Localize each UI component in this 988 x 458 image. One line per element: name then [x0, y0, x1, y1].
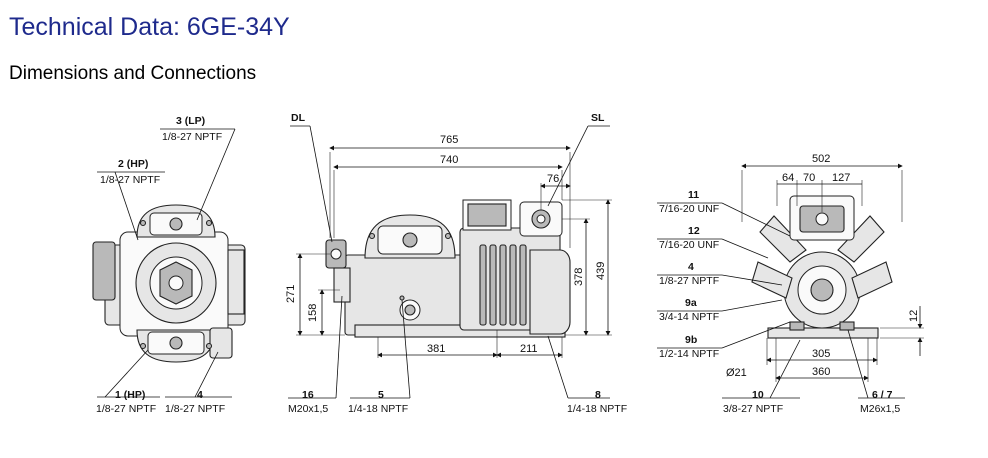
dim-211: 211 — [520, 343, 538, 355]
motor-fins — [479, 244, 527, 326]
conn-1-hp-number: 1 (HP) — [115, 389, 145, 401]
conn-5-spec: 1/4-18 NPTF — [348, 403, 408, 415]
dim-381: 381 — [427, 343, 445, 355]
conn-8-number: 8 — [595, 389, 601, 401]
sl-label: SL — [591, 112, 605, 124]
conn-4-left-number: 4 — [197, 389, 203, 401]
conn-4-right-spec: 1/8-27 NPTF — [659, 275, 719, 287]
conn-9b-spec: 1/2-14 NPTF — [659, 348, 719, 360]
dim-439: 439 — [595, 262, 607, 280]
page-title: Technical Data: 6GE-34Y — [9, 13, 290, 41]
conn-8-spec: 1/4-18 NPTF — [567, 403, 627, 415]
conn-4-left-spec: 1/8-27 NPTF — [165, 403, 225, 415]
dim-12: 12 — [908, 310, 920, 322]
conn-6-7-number: 6 / 7 — [872, 389, 893, 401]
top-view — [92, 128, 246, 398]
dim-64: 64 — [782, 172, 794, 184]
conn-5-number: 5 — [378, 389, 384, 401]
conn-2-hp-number: 2 (HP) — [118, 158, 148, 170]
conn-3-lp-spec: 1/8-27 NPTF — [162, 131, 222, 143]
conn-9b-number: 9b — [685, 334, 697, 346]
conn-10-spec: 3/8-27 NPTF — [723, 403, 783, 415]
conn-3-lp-number: 3 (LP) — [176, 115, 205, 127]
dl-label: DL — [291, 112, 306, 124]
section-subtitle: Dimensions and Connections — [9, 63, 257, 84]
conn-16-number: 16 — [302, 389, 314, 401]
conn-10-number: 10 — [752, 389, 764, 401]
dim-740: 740 — [440, 154, 458, 166]
dim-21: Ø21 — [726, 367, 747, 379]
end-view — [657, 163, 924, 399]
dim-360: 360 — [812, 366, 830, 378]
conn-9a-number: 9a — [685, 297, 697, 309]
dim-305: 305 — [812, 348, 830, 360]
side-view — [288, 125, 612, 399]
dim-76: 76 — [547, 173, 559, 185]
conn-9a-spec: 3/4-14 NPTF — [659, 311, 719, 323]
dim-378: 378 — [573, 268, 585, 286]
conn-16-spec: M20x1,5 — [288, 403, 328, 415]
dim-765: 765 — [440, 134, 458, 146]
conn-6-7-spec: M26x1,5 — [860, 403, 900, 415]
conn-1-hp-spec: 1/8-27 NPTF — [96, 403, 156, 415]
conn-12-spec: 7/16-20 UNF — [659, 239, 719, 251]
conn-11-number: 11 — [688, 189, 699, 201]
conn-12-number: 12 — [688, 225, 700, 237]
conn-2-hp-spec: 1/8-27 NPTF — [100, 174, 160, 186]
dim-502: 502 — [812, 153, 830, 165]
conn-11-spec: 7/16-20 UNF — [659, 203, 719, 215]
dim-271: 271 — [285, 285, 297, 303]
dim-70: 70 — [803, 172, 815, 184]
conn-4-right-number: 4 — [688, 261, 694, 273]
dim-127: 127 — [832, 172, 850, 184]
dim-158: 158 — [307, 304, 319, 322]
